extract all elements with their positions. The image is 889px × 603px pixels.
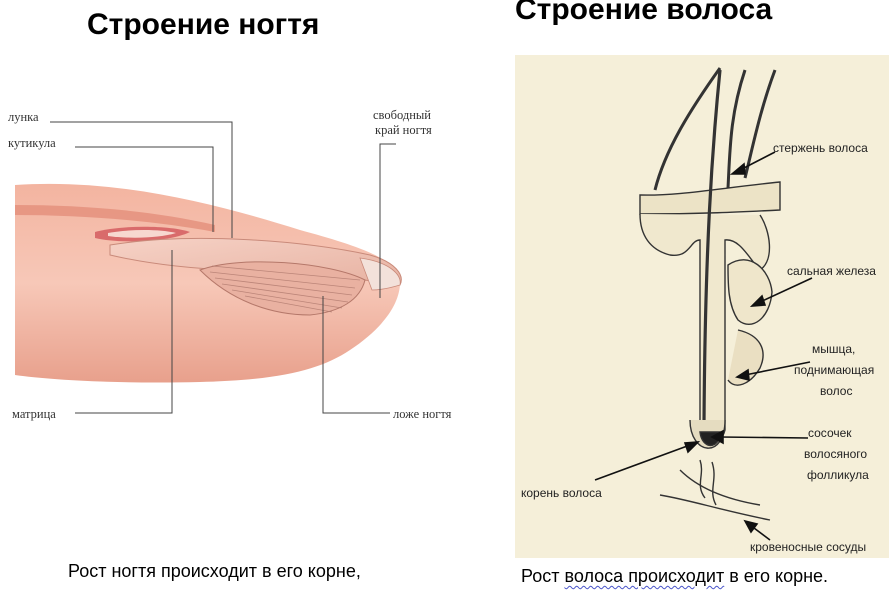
label-matrix: матрица [12,407,56,421]
label-lunula: лунка [8,110,39,124]
label-cuticle: кутикула [8,136,56,150]
hair-diagram [639,67,781,521]
hair-growth-caption: Рост волоса происходит в его корне. [521,566,828,587]
label-free-edge-1: свободный [373,108,431,122]
hair-structure-title: Строение волоса [515,0,773,26]
hair-caption-part2: волоса происходит [564,566,725,586]
label-muscle-2: поднимающая [794,363,874,377]
label-papilla-1: сосочек [808,426,852,440]
label-papilla-3: фолликула [807,468,869,482]
label-hair-root: корень волоса [521,486,602,500]
label-muscle-1: мышца, [812,342,855,356]
hair-caption-part1: Рост [521,566,565,586]
label-papilla-2: волосяного [804,447,867,461]
label-free-edge-2: край ногтя [375,123,432,137]
label-nail-bed: ложе ногтя [393,407,452,421]
hair-caption-part3: в его корне. [724,566,829,586]
nail-growth-caption: Рост ногтя происходит в его корне, [68,561,361,581]
label-muscle-3: волос [820,384,852,398]
label-sebaceous-gland: сальная железа [787,264,876,278]
nail-structure-title: Строение ногтя [87,8,320,41]
label-hair-shaft: стержень волоса [773,141,868,155]
label-blood-vessels: кровеносные сосуды [750,540,866,554]
